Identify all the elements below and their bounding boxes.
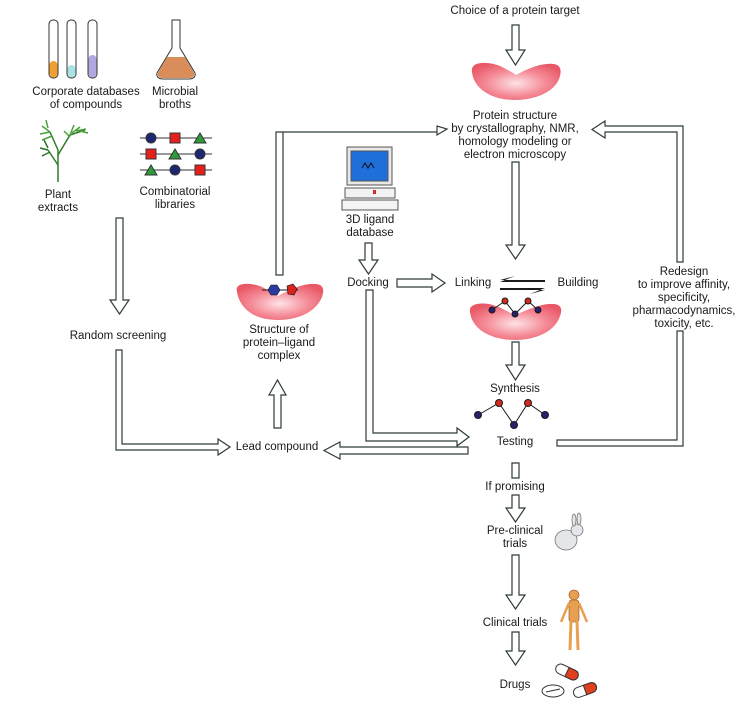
label-redesign: Redesign to improve affinity, specificit… <box>620 266 748 331</box>
bound-ligand <box>262 283 298 296</box>
arrow-lead-to-complex <box>267 378 288 429</box>
label-choice-target: Choice of a protein target <box>435 5 595 18</box>
label-building: Building <box>550 277 606 290</box>
arrow-protein-structure-to-linking <box>504 161 527 261</box>
label-random-screening: Random screening <box>62 330 174 343</box>
protein-building-shape <box>469 303 562 340</box>
label-if-promising: If promising <box>475 481 555 494</box>
arrow-linking-to-synthesis <box>504 341 527 382</box>
equilibrium-arrow-left <box>500 276 545 282</box>
rabbit-icon <box>554 512 584 551</box>
label-line: Clinical trials <box>482 617 548 629</box>
label-line: Corporate databases <box>32 86 140 98</box>
protein-ligand-complex-shape <box>236 283 324 320</box>
arrow-complex-to-protein-structure <box>275 125 449 276</box>
arrow-docking-to-linking <box>396 272 447 294</box>
arrow-docking-to-testing <box>365 289 470 448</box>
ligand-hexagon <box>267 284 281 296</box>
label-synthesis: Synthesis <box>480 383 550 396</box>
label-line: Redesign <box>659 266 709 278</box>
label-protein-structure: Protein structure by crystallography, NM… <box>440 110 590 162</box>
human-figure-icon <box>559 589 589 651</box>
arrow-testing-to-lead <box>322 441 469 460</box>
label-line: Drugs <box>499 679 531 691</box>
arrow-if-promising-to-preclinical <box>504 494 527 524</box>
fragment-molecule <box>488 297 542 318</box>
label-lead-compound: Lead compound <box>232 441 322 454</box>
arrow-redesign-loop <box>556 330 684 447</box>
label-line: electron microscopy <box>463 149 567 161</box>
label-line: Synthesis <box>490 383 540 395</box>
label-line: homology modeling or <box>458 136 572 148</box>
label-line: Structure of <box>249 324 309 336</box>
label-line: toxicity, etc. <box>654 318 714 330</box>
label-line: extracts <box>37 202 79 214</box>
computer-icon <box>341 146 399 211</box>
label-line: Protein structure <box>472 110 558 122</box>
label-line: Lead compound <box>235 441 319 453</box>
label-line: database <box>346 227 394 239</box>
label-line: If promising <box>485 481 545 493</box>
plant-icon <box>39 119 89 182</box>
label-line: specificity, <box>657 292 711 304</box>
label-line: of compounds <box>49 99 123 111</box>
label-line: libraries <box>154 199 196 211</box>
arrow-ligand-db-to-docking <box>357 242 380 276</box>
ligand-pentagon <box>286 283 298 296</box>
label-line: Choice of a protein target <box>450 5 580 17</box>
label-corporate-databases: Corporate databases of compounds <box>16 86 156 112</box>
label-line: by crystallography, NMR, <box>451 123 579 135</box>
equilibrium-arrow-right <box>500 288 545 294</box>
equilibrium-arrows <box>500 276 545 294</box>
arrow-redesign-to-protein-structure <box>590 119 684 263</box>
protein-target-shape <box>471 62 561 100</box>
label-linking: Linking <box>450 277 496 290</box>
label-line: Pre-clinical <box>486 525 544 537</box>
arrow-sources-to-screening <box>108 217 131 316</box>
label-plant-extracts: Plant extracts <box>28 189 88 215</box>
label-line: trials <box>502 538 528 550</box>
label-line: Microbial <box>151 86 198 98</box>
label-docking: Docking <box>340 277 396 290</box>
arrow-screening-to-lead <box>115 349 232 457</box>
label-line: complex <box>257 350 301 362</box>
label-ligand-database: 3D ligand database <box>335 214 405 240</box>
label-line: Plant <box>44 189 72 201</box>
label-protein-ligand-complex: Structure of protein–ligand complex <box>236 324 322 363</box>
label-line: pharmacodynamics, <box>632 305 736 317</box>
label-line: Building <box>557 277 599 289</box>
arrow-choice-to-protein <box>504 24 527 67</box>
combinatorial-library-icon <box>140 132 212 176</box>
label-line: 3D ligand <box>345 214 395 226</box>
label-drugs: Drugs <box>485 679 545 692</box>
arrow-testing-to-if-promising <box>511 462 520 479</box>
label-clinical-trials: Clinical trials <box>470 617 560 630</box>
test-tubes-icon <box>48 19 98 79</box>
label-preclinical: Pre-clinical trials <box>475 525 555 551</box>
synthesized-molecule <box>474 399 549 429</box>
label-line: Linking <box>454 277 492 289</box>
flask-icon <box>156 19 196 80</box>
arrow-preclinical-to-clinical <box>504 554 527 611</box>
label-line: Testing <box>496 436 534 448</box>
label-line: Random screening <box>69 330 167 342</box>
label-testing: Testing <box>485 436 545 449</box>
label-line: to improve affinity, <box>637 279 731 291</box>
arrow-clinical-to-drugs <box>504 631 527 667</box>
label-line: Docking <box>347 277 389 289</box>
label-line: Combinatorial <box>139 186 211 198</box>
pills-icon <box>541 663 598 698</box>
label-combinatorial-libraries: Combinatorial libraries <box>135 186 215 212</box>
label-line: broths <box>159 99 191 111</box>
label-line: protein–ligand <box>242 337 316 349</box>
label-microbial-broths: Microbial broths <box>135 86 215 112</box>
